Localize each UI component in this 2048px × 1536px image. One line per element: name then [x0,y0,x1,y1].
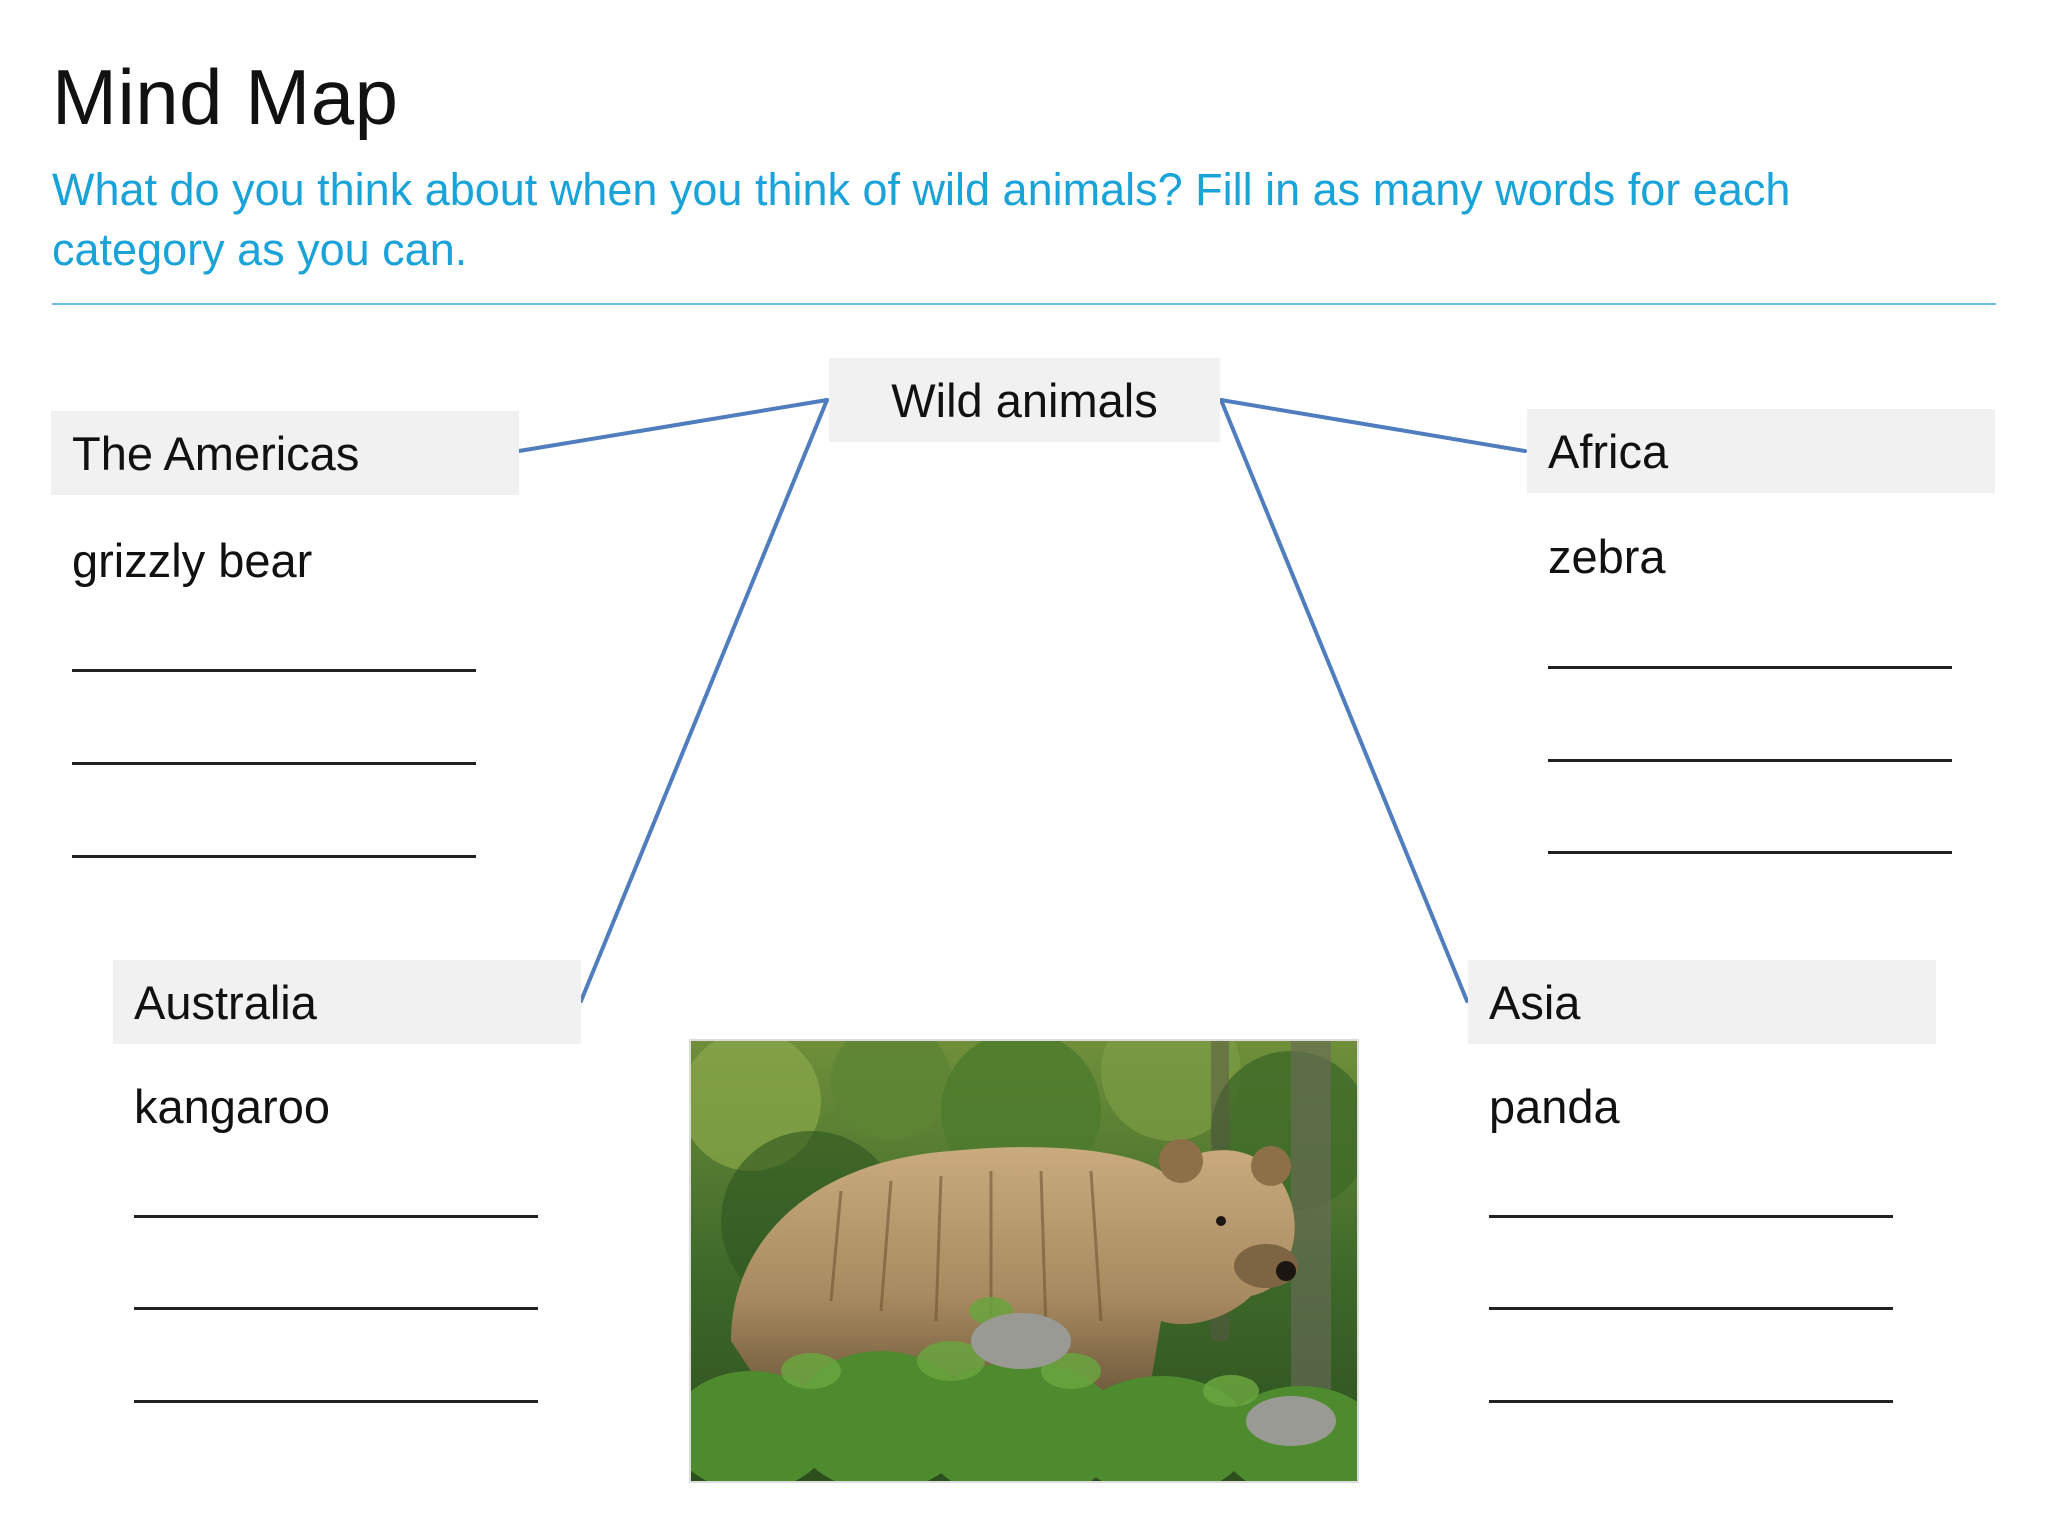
blank-line-asia-3[interactable] [1489,1400,1893,1403]
connector-americas [517,398,829,453]
blank-line-americas-1[interactable] [72,669,476,672]
blank-line-africa-2[interactable] [1548,759,1952,762]
blank-line-americas-3[interactable] [72,855,476,858]
category-box-asia: Asia [1468,960,1936,1044]
blank-line-australia-3[interactable] [134,1400,538,1403]
connector-australia [579,398,829,1003]
blank-line-asia-2[interactable] [1489,1307,1893,1310]
category-box-americas: The Americas [51,411,519,495]
blank-line-africa-1[interactable] [1548,666,1952,669]
example-word-australia: kangaroo [134,1080,330,1133]
blank-line-africa-3[interactable] [1548,851,1952,854]
category-label-asia: Asia [1489,975,1581,1029]
connector-asia [1219,398,1469,1003]
blank-line-australia-1[interactable] [134,1215,538,1218]
example-word-americas: grizzly bear [72,534,313,587]
category-label-australia: Australia [134,975,317,1029]
category-box-australia: Australia [113,960,581,1044]
connector-africa [1219,398,1527,453]
example-word-asia: panda [1489,1080,1620,1133]
category-box-africa: Africa [1527,409,1995,493]
central-topic-box: Wild animals [829,358,1220,442]
blank-line-asia-1[interactable] [1489,1215,1893,1218]
grizzly-bear-photo [689,1039,1359,1483]
header-divider [52,303,1996,305]
bear-illustration [691,1041,1357,1481]
central-topic-label: Wild animals [891,373,1158,427]
blank-line-australia-2[interactable] [134,1307,538,1310]
blank-line-americas-2[interactable] [72,762,476,765]
example-word-africa: zebra [1548,530,1666,583]
instructions-text: What do you think about when you think o… [52,164,1791,275]
page-title: Mind Map [52,53,399,141]
category-label-africa: Africa [1548,424,1669,478]
category-label-americas: The Americas [72,426,360,480]
